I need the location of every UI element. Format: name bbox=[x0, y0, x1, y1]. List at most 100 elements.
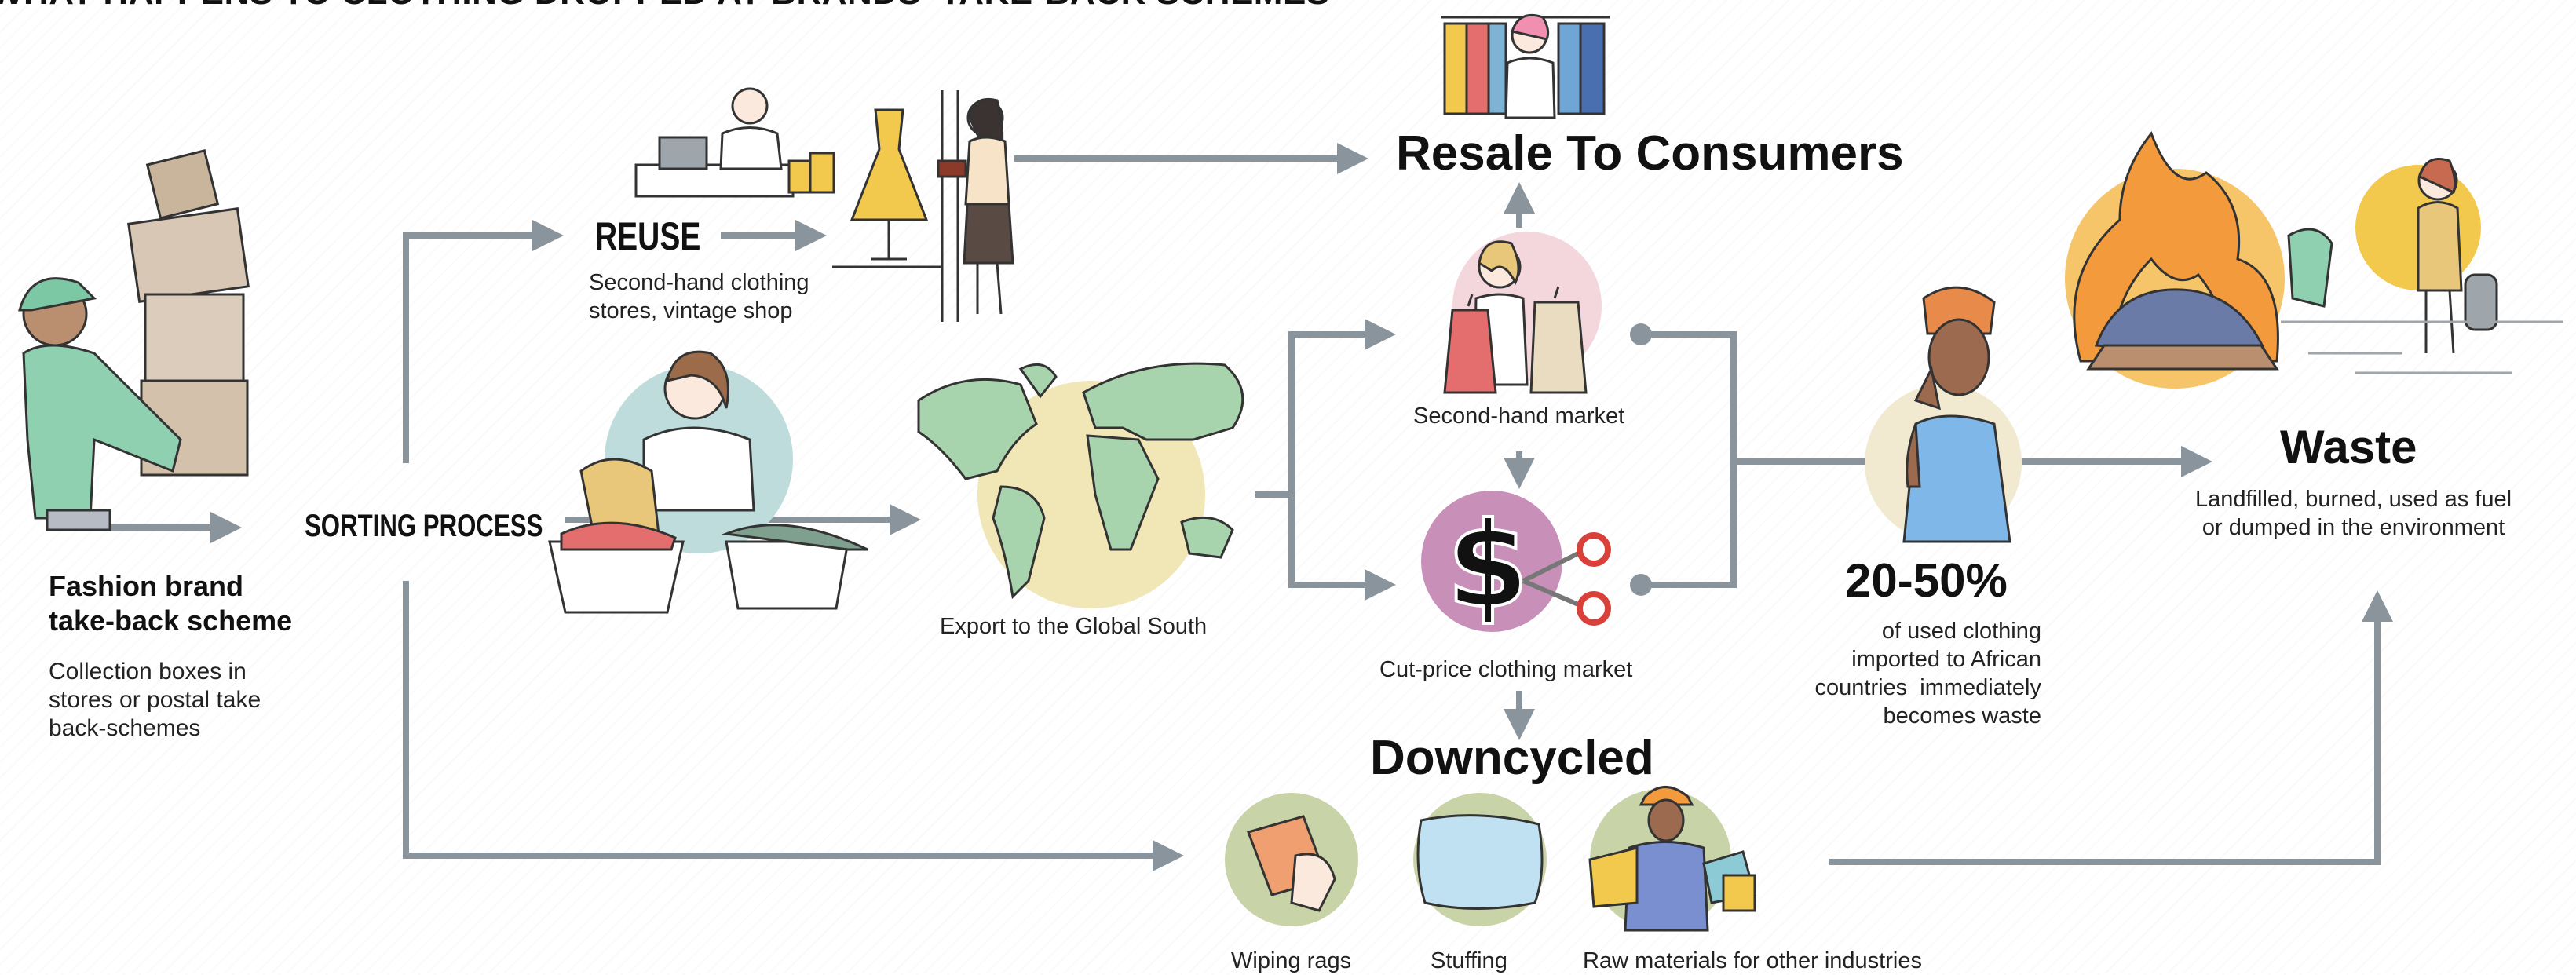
hard-hat-icon bbox=[1639, 786, 1694, 806]
reuse-desc-line2: stores, vintage shop bbox=[589, 298, 793, 323]
pillow-icon bbox=[1416, 814, 1544, 910]
takeback-title-line1: Fashion brand bbox=[49, 570, 244, 602]
shopper-skirt bbox=[963, 203, 1014, 265]
reuse-description: Second-hand clothing stores, vintage sho… bbox=[589, 268, 809, 325]
stat-description: of used clothing imported to African cou… bbox=[1727, 617, 2042, 730]
ground-line bbox=[2281, 320, 2563, 374]
stat-desc-line3: countries immediately bbox=[1814, 675, 2042, 700]
shopping-bag-icon bbox=[809, 152, 835, 194]
takeback-desc-line2: stores or postal take bbox=[49, 687, 261, 713]
scissors-handle bbox=[1577, 532, 1611, 567]
junction-dot-cutprice bbox=[1630, 574, 1652, 596]
waste-desc-line1: Landfilled, burned, used as fuel bbox=[2195, 487, 2512, 512]
pink-hair-icon bbox=[1511, 13, 1550, 41]
australia-shape bbox=[1180, 516, 1234, 559]
neck-arm-shape bbox=[1913, 365, 1941, 411]
europe-asia-shape bbox=[1082, 362, 1244, 441]
export-label: Export to the Global South bbox=[940, 614, 1208, 639]
stat-value: 20-50% bbox=[1845, 554, 2008, 607]
arrow-to-cutprice bbox=[1288, 495, 1396, 601]
blue-top-icon bbox=[1902, 414, 2011, 543]
reuse-label: REUSE bbox=[595, 214, 701, 258]
box-icon bbox=[144, 293, 245, 382]
clerk-body bbox=[719, 126, 783, 170]
takeback-title: Fashion brand take-back scheme bbox=[49, 569, 292, 638]
worker-body bbox=[1624, 841, 1709, 932]
raw-materials-label: Raw materials for other industries bbox=[1583, 948, 1922, 973]
worker-face bbox=[1647, 798, 1685, 842]
shirt-icon bbox=[22, 344, 182, 520]
waste-description: Landfilled, burned, used as fuel or dump… bbox=[2195, 485, 2512, 542]
red-dress-icon bbox=[1443, 309, 1497, 394]
page-title: WHAT HAPPENS TO CLOTHING DROPPED AT BRAN… bbox=[0, 0, 1330, 13]
north-america-shape bbox=[917, 378, 1038, 480]
arrow-downcycled-to-waste bbox=[1829, 590, 2393, 865]
fabric-roll-icon bbox=[1588, 846, 1639, 908]
hanging-garment-icon bbox=[1557, 22, 1582, 115]
hanging-garment-icon bbox=[1579, 22, 1606, 115]
pants-icon bbox=[46, 509, 111, 531]
clothing-pile-icon bbox=[2086, 344, 2279, 371]
wiping-rags-label: Wiping rags bbox=[1231, 948, 1352, 973]
downcycled-label: Downcycled bbox=[1370, 731, 1654, 785]
hair-icon bbox=[666, 350, 729, 409]
secondhand-market-label: Second-hand market bbox=[1413, 404, 1625, 429]
sorting-illustration bbox=[548, 350, 868, 614]
arrow-to-secondhand bbox=[1288, 319, 1396, 495]
trash-bag-icon bbox=[2464, 273, 2498, 331]
register-icon bbox=[658, 136, 708, 170]
scissors-handle bbox=[1577, 591, 1611, 626]
cutprice-market-label: Cut-price clothing market bbox=[1379, 657, 1633, 682]
hanging-garment-icon bbox=[1443, 22, 1468, 115]
headwrap-icon bbox=[1922, 286, 1996, 335]
scissors-icon bbox=[1522, 532, 1611, 626]
mannequin-stand bbox=[871, 220, 907, 261]
shopper-body bbox=[964, 136, 1010, 206]
basket-icon bbox=[548, 540, 685, 614]
waste-illustration bbox=[2065, 131, 2563, 389]
scissors-blade bbox=[1522, 551, 1580, 583]
stuffing-label: Stuffing bbox=[1431, 948, 1507, 973]
person-with-boxes-illustration bbox=[18, 149, 250, 531]
fabric-roll-icon bbox=[1722, 874, 1756, 912]
reuse-desc-line1: Second-hand clothing bbox=[589, 270, 809, 295]
waste-label: Waste bbox=[2280, 421, 2417, 473]
cap-icon bbox=[18, 277, 97, 312]
person-body bbox=[1504, 57, 1556, 119]
shoulder-shape bbox=[1906, 423, 1921, 488]
box-icon bbox=[127, 207, 250, 303]
green-cloth-icon bbox=[722, 524, 868, 551]
connector-markets-to-waste bbox=[1641, 331, 1737, 588]
shop-counter bbox=[634, 163, 795, 198]
secondhand-illustration bbox=[1443, 232, 1602, 394]
hair-icon bbox=[1478, 240, 1520, 286]
dress-icon bbox=[850, 108, 929, 221]
africa-shape bbox=[1086, 434, 1160, 551]
shopper-legs bbox=[976, 262, 1003, 315]
sorting-process-label: SORTING PROCESS bbox=[305, 509, 543, 543]
clothing-rack-illustration bbox=[1441, 13, 1610, 119]
purple-circle-bg bbox=[1421, 491, 1562, 632]
store-illustration bbox=[634, 87, 1014, 322]
takeback-description: Collection boxes in stores or postal tak… bbox=[49, 658, 261, 743]
downcycled-illustrations bbox=[1225, 786, 1756, 932]
stat-desc-line4: becomes waste bbox=[1883, 703, 2042, 729]
dumped-clothes-icon bbox=[2287, 228, 2333, 308]
greenland-shape bbox=[1018, 363, 1058, 399]
face-shape bbox=[1927, 318, 1990, 396]
window-frame bbox=[832, 90, 959, 322]
box-icon bbox=[145, 149, 220, 220]
hanging-garment-icon bbox=[1487, 22, 1507, 115]
arrow-sorting-to-reuse bbox=[403, 220, 564, 463]
takeback-desc-line3: back-schemes bbox=[49, 715, 201, 741]
shirt-icon bbox=[642, 426, 755, 512]
hanger-icon bbox=[1467, 286, 1560, 307]
basket-icon bbox=[725, 540, 850, 610]
stat-desc-line2: imported to African bbox=[1851, 647, 2041, 672]
takeback-title-line2: take-back scheme bbox=[49, 604, 293, 637]
person-body bbox=[2417, 201, 2463, 292]
clothing-pile-icon bbox=[2094, 288, 2271, 363]
cutprice-illustration: $ bbox=[1421, 491, 1611, 636]
dollar-sign-icon: $ bbox=[1447, 498, 1529, 634]
